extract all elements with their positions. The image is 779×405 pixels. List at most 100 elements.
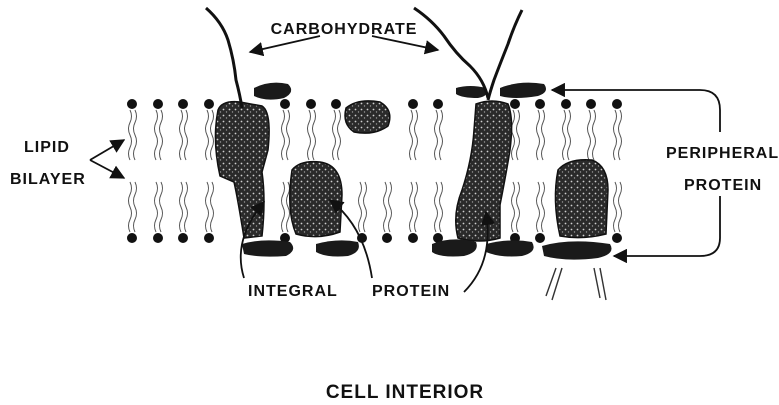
lipid-tail-inner [619, 182, 622, 232]
lipid-tail-outer [568, 110, 571, 160]
integral-protein-far-right [555, 160, 608, 238]
lipid-tail-inner [389, 182, 392, 232]
lipid-tail-outer [160, 110, 163, 160]
lipid-tail-inner [134, 182, 137, 232]
lipid-tail-outer [180, 110, 183, 160]
lipid-head-outer [127, 99, 137, 109]
lipid-head-outer [612, 99, 622, 109]
lipid-tail-outer [588, 110, 591, 160]
carbohydrate-arrow-left [250, 36, 320, 52]
cytoskeleton-line-4 [600, 268, 606, 300]
lipid-tail-outer [619, 110, 622, 160]
cytoskeleton-line-2 [552, 268, 562, 300]
lipid-tail-inner [206, 182, 209, 232]
peripheral-protein-bottom-4 [486, 240, 534, 256]
lipid-head-outer [535, 99, 545, 109]
label-cell-interior: CELL INTERIOR [326, 382, 484, 403]
lipid-tail-outer [440, 110, 443, 160]
lipid-head-outer [204, 99, 214, 109]
lipid-tail-outer [282, 110, 285, 160]
lipid-tail-inner [435, 182, 438, 232]
peripheral-protein-top-right [500, 83, 546, 98]
lipid-head-inner [382, 233, 392, 243]
lipid-head-outer [408, 99, 418, 109]
lipid-tail-inner [364, 182, 367, 232]
lipid-tail-outer [308, 110, 311, 160]
peripheral-protein-bottom-3 [432, 239, 477, 256]
lipid-head-outer [331, 99, 341, 109]
lipid-tail-inner [180, 182, 183, 232]
lipid-tail-outer [614, 110, 617, 160]
lipid-tail-inner [129, 182, 132, 232]
peripheral-bracket-lower [614, 196, 720, 256]
lipid-head-outer [561, 99, 571, 109]
peripheral-protein-top-mid [456, 86, 487, 98]
lipid-arrow-upper [90, 140, 124, 160]
lipid-head-inner [204, 233, 214, 243]
lipid-tail-outer [435, 110, 438, 160]
lipid-tail-inner [614, 182, 617, 232]
lipid-tail-inner [410, 182, 413, 232]
label-integral-protein: PROTEIN [372, 283, 450, 300]
cytoskeleton-lines [546, 268, 606, 300]
lipid-tail-outer [185, 110, 188, 160]
lipid-tail-outer [410, 110, 413, 160]
lipid-tail-outer [537, 110, 540, 160]
label-carbohydrate: CARBOHYDRATE [271, 21, 418, 38]
lipid-tail-inner [185, 182, 188, 232]
lipid-tail-outer [517, 110, 520, 160]
lipid-tail-outer [338, 110, 341, 160]
lipid-head-outer [280, 99, 290, 109]
lipid-tail-inner [282, 182, 285, 232]
lipid-head-inner [178, 233, 188, 243]
lipid-tail-outer [287, 110, 290, 160]
carbohydrate-chain-left [206, 8, 242, 108]
label-peripheral: PERIPHERAL [666, 145, 779, 162]
lipid-head-outer [510, 99, 520, 109]
label-arrows [90, 36, 720, 292]
lipid-tail-outer [333, 110, 336, 160]
lipid-tail-inner [287, 182, 290, 232]
lipid-head-outer [586, 99, 596, 109]
peripheral-protein-top-left [254, 83, 291, 100]
label-integral: INTEGRAL [248, 283, 338, 300]
lipid-tail-inner [440, 182, 443, 232]
cytoskeleton-line-3 [594, 268, 600, 298]
lipid-tail-outer [593, 110, 596, 160]
lipid-tail-outer [129, 110, 132, 160]
lipid-tail-outer [211, 110, 214, 160]
lipid-head-inner [408, 233, 418, 243]
lipid-tail-outer [563, 110, 566, 160]
lipid-tail-inner [359, 182, 362, 232]
integral-protein-right [456, 101, 512, 241]
lipid-tail-inner [542, 182, 545, 232]
lipid-tail-inner [160, 182, 163, 232]
lipid-tail-outer [313, 110, 316, 160]
lipid-head-inner [127, 233, 137, 243]
lipid-tail-outer [542, 110, 545, 160]
carbohydrate-chain-mid [414, 8, 488, 98]
lipid-tail-inner [517, 182, 520, 232]
small-upper-protein [345, 101, 390, 133]
lipid-head-inner [612, 233, 622, 243]
label-bilayer: BILAYER [10, 171, 86, 188]
lipid-head-outer [178, 99, 188, 109]
lipid-head-outer [306, 99, 316, 109]
lipid-tail-outer [206, 110, 209, 160]
lipid-tail-inner [415, 182, 418, 232]
peripheral-protein-bottom-2 [316, 240, 359, 256]
lipid-tail-outer [155, 110, 158, 160]
peripheral-protein-bottom-1 [242, 240, 293, 256]
lipid-head-inner [535, 233, 545, 243]
lipid-head-outer [433, 99, 443, 109]
lipid-tail-outer [415, 110, 418, 160]
integral-protein-left [215, 102, 269, 238]
label-lipid: LIPID [24, 139, 70, 156]
lipid-tail-inner [155, 182, 158, 232]
lipid-tail-inner [384, 182, 387, 232]
peripheral-bracket-upper [552, 90, 720, 132]
lipid-head-inner [153, 233, 163, 243]
lipid-tail-inner [512, 182, 515, 232]
